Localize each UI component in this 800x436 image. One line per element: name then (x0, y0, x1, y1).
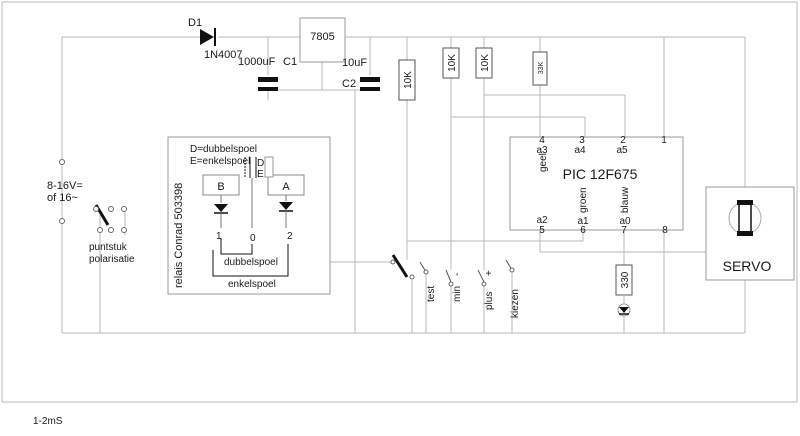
relay-box (167, 136, 331, 295)
pic-pin-8: 8 (662, 225, 668, 236)
pic-port-a0: a0 (619, 216, 631, 227)
resistor-10k-b (442, 47, 460, 79)
diode-ref-label: D1 (188, 17, 202, 29)
pic-pin-5: 5 (539, 225, 545, 236)
relay-contact-switch (390, 254, 415, 280)
relay-vertical-label: relais Conrad 503398 (173, 183, 185, 288)
capacitor-c2 (360, 77, 380, 91)
diode-d1 (197, 28, 216, 46)
pic-wire-groen: groen (578, 187, 589, 213)
pic-wire-blauw: blauw (620, 186, 631, 213)
pic-wire-geel: geel (538, 153, 549, 172)
pulse-width-label: 1-2mS (33, 416, 63, 427)
diode-part-label: 1N4007 (204, 49, 243, 61)
terminal-bottom (59, 218, 65, 224)
button-plus-label: plus (484, 292, 495, 310)
servo-label: SERVO (723, 258, 772, 274)
relay-pin-left: 1 (216, 231, 222, 242)
resistor-10k-a (398, 59, 416, 101)
button-kiezen (505, 259, 515, 273)
relay-pin-mid: 0 (250, 233, 256, 244)
pic-pin-4: 4 (539, 135, 545, 146)
relay-coil-b-label: B (217, 181, 224, 193)
wiring (1, 1, 798, 403)
resistor-10k-b-label: 10K (447, 54, 458, 72)
polarity-label-line2: polarisatie (89, 254, 135, 265)
pic-pin-1: 1 (661, 135, 667, 146)
capacitor-c1 (258, 77, 278, 91)
relay-coil-a-label: A (282, 181, 290, 193)
bracket-single (212, 244, 289, 277)
pic-port-a1: a1 (577, 216, 589, 227)
regulator-7805 (299, 17, 346, 63)
pic-pin-6: 6 (580, 225, 586, 236)
relay-legend-single: E=enkelspoel (190, 156, 250, 167)
pic-port-a3: a3 (536, 145, 548, 156)
pic-port-a4: a4 (574, 145, 586, 156)
bracket-double-label: dubbelspoel (224, 257, 278, 268)
button-plus-sign: + (484, 270, 495, 276)
supply-voltage-label: 8-16V= (47, 180, 83, 192)
relay-jumper (244, 156, 274, 178)
pic-port-a5: a5 (616, 145, 628, 156)
c2-ref-label: C2 (342, 78, 356, 90)
pic-pin-3: 3 (579, 135, 585, 146)
jumper-e-label: E (257, 169, 264, 180)
relay-legend-double: D=dubbelspoel (190, 144, 257, 155)
resistor-330-label: 330 (620, 271, 631, 288)
bracket-single-label: enkelspoel (228, 279, 276, 290)
terminal-top (59, 159, 65, 165)
led-indicator (617, 295, 631, 317)
servo-motor-icon (728, 200, 762, 236)
button-min-sign: - (452, 273, 463, 276)
resistor-33k (532, 51, 548, 86)
button-plus (477, 269, 487, 287)
resistor-10k-a-label: 10K (403, 71, 414, 89)
button-kiezen-label: kiezen (510, 289, 521, 318)
c2-value-label: 10uF (342, 57, 367, 69)
resistor-33k-label: 33K (538, 61, 545, 74)
bracket-double (220, 238, 253, 255)
regulator-label: 7805 (310, 31, 334, 43)
jumper-d-label: D (257, 158, 264, 169)
button-test (419, 261, 429, 275)
c1-ref-label: C1 (283, 56, 297, 68)
button-test-label: test (426, 286, 437, 302)
relay-diode-left (214, 195, 228, 228)
c1-value-label: 1000uF (238, 56, 276, 68)
button-min-label: min (452, 286, 463, 302)
polarity-switch (93, 204, 127, 233)
pic-name-label: PIC 12F675 (563, 166, 638, 182)
button-min (445, 269, 454, 287)
pic-chip (509, 136, 684, 231)
pic-pin-2: 2 (620, 135, 626, 146)
relay-diode-right (279, 195, 293, 228)
pic-pin-7: 7 (621, 225, 627, 236)
resistor-10k-c (475, 47, 493, 79)
relay-pin-right: 2 (287, 231, 293, 242)
supply-voltage-alt-label: of 16~ (47, 192, 78, 204)
pic-port-a2: a2 (536, 215, 548, 226)
resistor-10k-c-label: 10K (480, 54, 491, 72)
polarity-label-line1: puntstuk (89, 242, 128, 253)
